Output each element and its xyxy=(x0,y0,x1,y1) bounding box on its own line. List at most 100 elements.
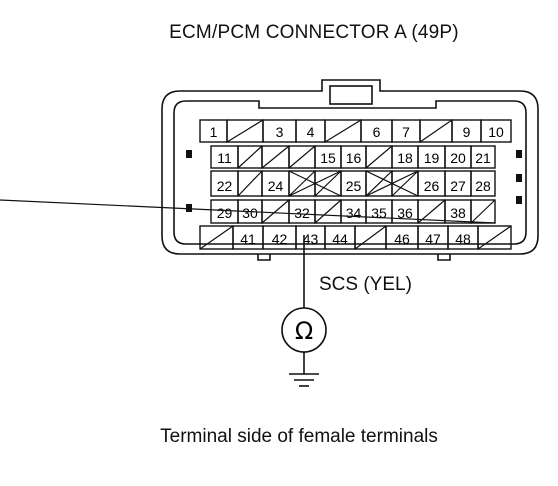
terminal-number: 34 xyxy=(346,205,362,221)
terminal-number: 44 xyxy=(332,231,348,247)
terminal-44: 44 xyxy=(324,225,356,250)
terminal-42: 42 xyxy=(262,225,297,250)
terminal-7: 7 xyxy=(391,119,421,143)
terminal-number: 26 xyxy=(424,178,440,194)
terminal-11: 11 xyxy=(210,145,239,169)
terminal-unused xyxy=(391,170,419,197)
terminal-unused xyxy=(477,225,512,250)
terminal-35: 35 xyxy=(365,199,393,224)
unused-slash xyxy=(354,225,387,250)
terminal-unused xyxy=(288,145,316,169)
terminal-number: 47 xyxy=(425,231,441,247)
unused-slash xyxy=(391,170,419,197)
terminal-number: 20 xyxy=(450,150,466,166)
terminal-unused xyxy=(288,170,316,197)
terminal-number: 10 xyxy=(488,124,504,140)
terminal-number: 43 xyxy=(303,231,319,247)
terminal-unused xyxy=(354,225,387,250)
terminal-number: 27 xyxy=(450,178,466,194)
unused-slash xyxy=(324,119,362,143)
side-key-right-2 xyxy=(516,174,522,182)
unused-slash xyxy=(477,225,512,250)
unused-slash xyxy=(314,170,342,197)
ohm-symbol: Ω xyxy=(295,317,313,345)
terminal-46: 46 xyxy=(385,225,419,250)
terminal-number: 36 xyxy=(397,205,413,221)
terminal-number: 15 xyxy=(320,150,336,166)
terminal-number: 24 xyxy=(268,178,284,194)
terminal-number: 29 xyxy=(217,205,233,221)
terminal-48: 48 xyxy=(447,225,479,250)
unused-slash xyxy=(0,199,496,224)
terminal-34: 34 xyxy=(340,199,367,224)
connector-inner-outline xyxy=(173,100,527,245)
terminal-9: 9 xyxy=(451,119,482,143)
side-key-left-1 xyxy=(186,150,192,158)
terminal-19: 19 xyxy=(417,145,446,169)
terminal-unused xyxy=(314,170,342,197)
terminal-3: 3 xyxy=(262,119,297,143)
terminal-unused xyxy=(261,145,290,169)
terminal-number: 16 xyxy=(346,150,362,166)
terminal-unused xyxy=(365,145,393,169)
terminal-unused xyxy=(237,145,263,169)
unused-slash xyxy=(226,119,264,143)
terminal-16: 16 xyxy=(340,145,367,169)
side-key-right-3 xyxy=(516,196,522,204)
unused-slash xyxy=(261,199,290,224)
terminal-unused xyxy=(226,119,264,143)
terminal-32: 32 xyxy=(288,199,316,224)
terminal-number: 42 xyxy=(272,231,288,247)
terminal-20: 20 xyxy=(444,145,472,169)
terminal-number: 19 xyxy=(424,150,440,166)
unused-slash xyxy=(288,145,316,169)
terminal-25: 25 xyxy=(340,170,367,197)
terminal-10: 10 xyxy=(480,119,512,143)
terminal-29: 29 xyxy=(210,199,239,224)
unused-slash xyxy=(365,145,393,169)
terminal-unused xyxy=(470,199,496,224)
terminal-unused xyxy=(365,170,393,197)
terminal-number: 9 xyxy=(463,124,471,140)
bottom-tab-right xyxy=(437,254,451,261)
terminal-number: 1 xyxy=(210,124,218,140)
terminal-number: 18 xyxy=(397,150,413,166)
terminal-number: 6 xyxy=(373,124,381,140)
terminal-6: 6 xyxy=(360,119,393,143)
side-key-right-1 xyxy=(516,150,522,158)
terminal-22: 22 xyxy=(210,170,239,197)
unused-slash xyxy=(365,170,393,197)
terminal-number: 32 xyxy=(294,205,310,221)
terminal-1: 1 xyxy=(199,119,228,143)
terminal-21: 21 xyxy=(470,145,496,169)
unused-slash xyxy=(261,145,290,169)
cross-mark xyxy=(288,170,342,197)
terminal-number: 38 xyxy=(450,205,466,221)
unused-slash xyxy=(199,225,234,250)
connector-title: ECM/PCM CONNECTOR A (49P) xyxy=(169,22,459,43)
terminal-number: 48 xyxy=(455,231,471,247)
terminal-26: 26 xyxy=(417,170,446,197)
side-key-left-2 xyxy=(186,204,192,212)
connector-housing-outline xyxy=(161,79,539,255)
terminal-unused xyxy=(324,119,362,143)
terminal-number: 46 xyxy=(394,231,410,247)
terminal-unused xyxy=(237,170,263,197)
unused-slash xyxy=(237,145,263,169)
terminal-43: 43 xyxy=(295,225,326,250)
cross-mark xyxy=(365,170,419,197)
terminal-unused xyxy=(199,225,234,250)
terminal-18: 18 xyxy=(391,145,419,169)
terminal-number: 28 xyxy=(475,178,491,194)
terminal-number: 7 xyxy=(402,124,410,140)
terminal-4: 4 xyxy=(295,119,326,143)
terminal-24: 24 xyxy=(261,170,290,197)
terminal-number: 11 xyxy=(217,150,232,166)
terminal-28: 28 xyxy=(470,170,496,197)
terminal-number: 21 xyxy=(475,150,491,166)
unused-slash xyxy=(288,170,316,197)
terminal-38: 38 xyxy=(444,199,472,224)
terminal-unused xyxy=(261,199,290,224)
terminal-41: 41 xyxy=(232,225,264,250)
